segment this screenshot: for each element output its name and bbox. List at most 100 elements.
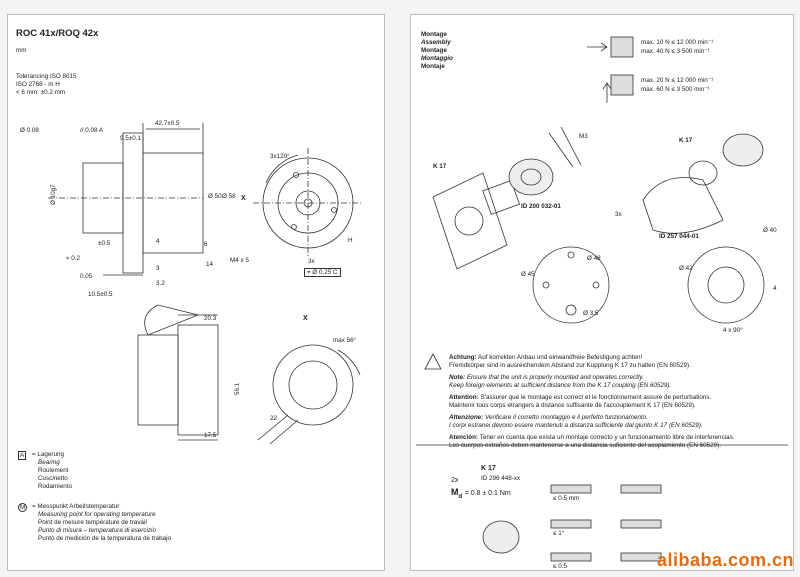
part-id-2: ID 257 044-01: [659, 233, 699, 240]
dim-m4: M4 x 5: [230, 257, 249, 264]
force-axial-1: max. 10 N ≤ 12 000 min⁻¹: [641, 39, 714, 46]
right-technical-drawing: [416, 36, 788, 562]
dim-angle-2: max 56°: [333, 337, 357, 344]
dim-d48: Ø 48: [587, 255, 601, 262]
left-technical-drawing: [48, 123, 363, 445]
warning-line-4: Keep foreign elements at sufficient dist…: [449, 382, 672, 389]
dim-3: 3: [156, 265, 160, 272]
dim-grp: ≈ 0.2: [66, 255, 80, 262]
symbol-h: H: [348, 237, 353, 244]
warning-text-3: Ensure that the unit is properly mounted…: [466, 374, 644, 381]
dim-dia10: Ø 10g7: [50, 184, 57, 205]
force-radial-2: max. 60 N ≤ 3 500 min⁻¹: [641, 86, 710, 93]
dim-14: 14: [206, 261, 214, 268]
dim-56-1: 56.1: [234, 382, 241, 395]
assembly-heading-it: Montaggio: [421, 55, 453, 62]
warning-line-7: Attenzione: Verificare il corretto monta…: [449, 414, 648, 421]
dim-17-5: 17.5: [204, 432, 217, 439]
dim-d45: Ø 45: [521, 271, 535, 278]
dim-3x: 3x: [308, 258, 315, 265]
warning-head-en: Note:: [449, 374, 466, 381]
warning-head-it: Attenzione:: [449, 414, 484, 421]
dim-position: ⌖ Ø 0.25 C: [304, 268, 341, 278]
tol-angular: ≤ 1°: [553, 530, 565, 537]
dim-d42: Ø 42: [679, 265, 693, 272]
warning-head-es: Atención:: [449, 434, 479, 441]
dim-4: 4: [156, 238, 160, 245]
legend-a-line-5: Rodamiento: [38, 483, 72, 490]
dim-9-5: 9.5±0.1: [120, 135, 141, 142]
warning-line-3: Note: Ensure that the unit is properly m…: [449, 374, 644, 381]
dim-angle: 3x120°: [270, 153, 290, 160]
legend-a-symbol: A: [18, 451, 27, 461]
warning-text-7: Verificare il corretto montaggio e il pe…: [485, 414, 648, 421]
legend-a-line-3: Roulement: [38, 467, 69, 474]
dim-4-right: 4: [773, 285, 777, 292]
tol-radial: ≤ 0.5: [553, 563, 567, 570]
force-axial-2: max. 40 N ≤ 3 500 min⁻¹: [641, 48, 710, 55]
drawing-page-left: ROC 41x/ROQ 42x mm Tolerancing ISO 8015 …: [7, 14, 385, 571]
warning-head-fr: Attention:: [449, 394, 479, 401]
view-x-label: X: [241, 195, 246, 202]
dim-parallel: // 0.08 A: [80, 127, 104, 134]
warning-text-1: Auf korrekten Anbau und einwandfreie Bef…: [478, 354, 643, 361]
warning-line-9: Atención: Tener en cuenta que exista un …: [449, 434, 735, 441]
assembly-heading-de: Montage: [421, 31, 447, 38]
tolerance-line-3: < 6 mm: ±0.2 mm: [16, 89, 66, 96]
dim-flatness: 0.05: [80, 273, 93, 280]
legend-b-line-1: = Messpunkt Arbeitstemperatur: [32, 503, 120, 510]
tolerance-line-1: Tolerancing ISO 8015: [16, 73, 77, 80]
drawing-page-right: Montage Assembly Montage Montaggio Monta…: [410, 14, 794, 571]
dim-20-3: 20.3: [204, 315, 217, 322]
watermark: alibaba.com.cn: [656, 550, 794, 570]
dim-10-5: 10.5±0.5: [88, 291, 113, 298]
legend-b-line-4: Punto di misura – temperatura di eserciz…: [38, 527, 156, 534]
dim-d58: Ø 58: [222, 193, 236, 200]
warning-text-5: S'assurer que le montage est correct et …: [480, 394, 712, 401]
dim-tol: ±0.5: [98, 240, 111, 247]
side-view-x-label: X: [303, 315, 308, 322]
dim-d50: Ø 50: [208, 193, 222, 200]
tol-axial: ≤ 0.5 mm: [553, 495, 580, 502]
qty-3x: 3x: [615, 211, 622, 218]
warning-line-6: Maintenir tous corps étrangers à distanc…: [449, 402, 696, 409]
part-id-1: ID 200 032-01: [521, 203, 561, 210]
warning-line-10: Los cuerpos extraños deben mantenerse a …: [449, 442, 721, 449]
dim-4x90: 4 x 90°: [723, 327, 743, 334]
legend-a-line-2: Bearing: [38, 459, 60, 466]
legend-b-symbol: M: [18, 503, 28, 513]
unit-label: mm: [16, 47, 27, 54]
coupling-label-1: K 17: [433, 163, 447, 170]
coupling-qty: 2x: [451, 477, 459, 484]
force-radial-1: max. 20 N ≤ 12 000 min⁻¹: [641, 77, 714, 84]
dim-6: 6: [204, 241, 208, 248]
legend-b-line-5: Punto de medición de la temperatura de t…: [38, 535, 172, 542]
assembly-heading-es: Montaje: [421, 63, 445, 70]
torque-sub: d: [458, 493, 463, 500]
assembly-heading-en: Assembly: [421, 39, 451, 46]
warning-line-2: Fremdkörper sind in ausreichendem Abstan…: [449, 362, 691, 369]
torque-symbol: M: [451, 487, 459, 497]
assembly-heading-fr: Montage: [421, 47, 447, 54]
dim-3-2: 3.2: [156, 280, 165, 287]
coupling-title: K 17: [481, 465, 496, 472]
dim-d40: Ø 40: [763, 227, 777, 234]
warning-line-5: Attention: S'assurer que le montage est …: [449, 394, 711, 401]
screw-m3-label: M3: [579, 133, 588, 140]
dim-fc: Ø 0.08: [20, 127, 39, 134]
legend-a-line-1: = Lagerung: [32, 451, 65, 458]
legend-b-line-2: Measuring point for operating temperatur…: [38, 511, 156, 518]
warning-text-9: Tener en cuenta que exista un montaje co…: [479, 434, 735, 441]
legend-a-line-4: Cuscinetto: [38, 475, 68, 482]
page-title: ROC 41x/ROQ 42x: [16, 28, 99, 39]
coupling-id: ID 296 448-xx: [481, 475, 521, 482]
coupling-label-2: K 17: [679, 137, 693, 144]
torque-value: = 0.8 ± 0.1 Nm: [464, 490, 511, 497]
dim-42-7: 42.7±0.5: [155, 120, 180, 127]
dim-d35: Ø 3.5: [583, 310, 599, 317]
dim-22: 22: [270, 415, 278, 422]
warning-line-1: Achtung: Auf korrekten Anbau und einwand…: [449, 354, 642, 361]
tolerance-line-2: ISO 2768 - m H: [16, 81, 60, 88]
warning-line-8: I corpi estranei devono essere mantenuti…: [449, 422, 703, 429]
warning-head-de: Achtung:: [449, 354, 477, 361]
